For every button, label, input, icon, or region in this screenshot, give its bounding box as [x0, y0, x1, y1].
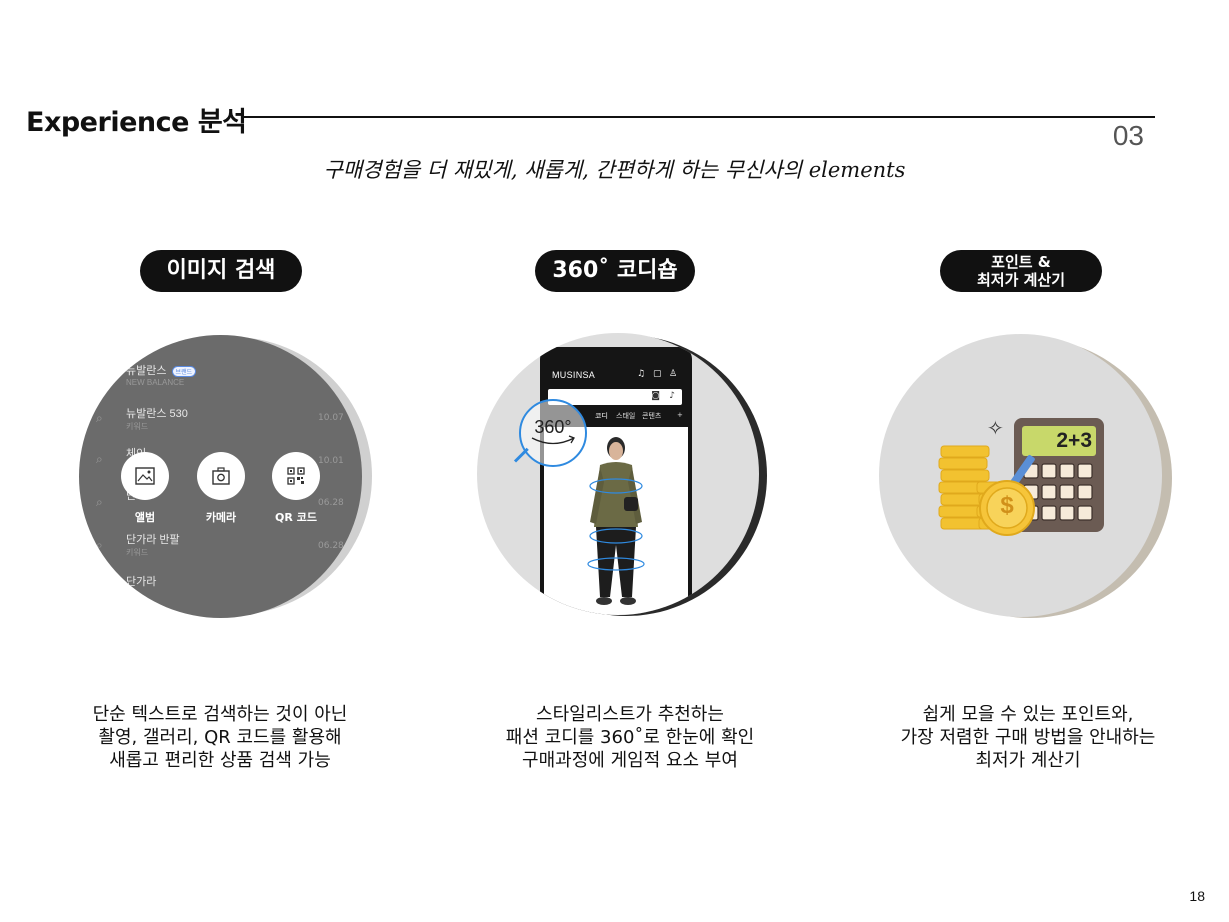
tab-codi[interactable]: 코디 — [595, 412, 608, 420]
camera-button[interactable] — [197, 452, 245, 500]
result-row[interactable]: 단가라 — [126, 576, 157, 588]
result-row[interactable]: 뉴발란스 530 키워드 — [126, 408, 188, 431]
caption-360-codishop: 스타일리스트가 추천하는 패션 코디를 360˚로 한눈에 확인 구매과정에 게… — [450, 703, 810, 772]
caption-line: 최저가 계산기 — [975, 750, 1081, 771]
section-number: 03 — [1112, 120, 1144, 151]
caption-line: 새롭고 편리한 상품 검색 가능 — [109, 750, 331, 771]
result-date: 06.28 — [318, 498, 344, 508]
caption-line: 촬영, 갤러리, QR 코드를 활용해 — [98, 727, 342, 748]
calculator-display: 2+3 — [1022, 426, 1096, 456]
camera-icon — [212, 467, 230, 485]
tab-more[interactable]: + — [677, 411, 683, 419]
user-icon[interactable]: ♙ — [669, 369, 678, 379]
360-text: 360° — [534, 417, 572, 437]
caption-line: 단순 텍스트로 검색하는 것이 아닌 — [92, 704, 348, 725]
result-brand: 뉴발란스 브랜드 NEW BALANCE — [126, 362, 197, 387]
brand-badge: 브랜드 — [171, 366, 197, 377]
caption-line: 쉽게 모을 수 있는 포인트와, — [922, 704, 1134, 725]
page-title: Experience 분석 — [26, 107, 247, 138]
sparkle-icon: ✧ — [987, 416, 1004, 440]
search-icon: ⌕ — [96, 411, 103, 425]
caption-image-search: 단순 텍스트로 검색하는 것이 아닌 촬영, 갤러리, QR 코드를 활용해 새… — [40, 703, 400, 772]
qr-button[interactable] — [272, 452, 320, 500]
coin-stack-icon — [938, 445, 1035, 536]
caption-point-calculator: 쉽게 모을 수 있는 포인트와, 가장 저렴한 구매 방법을 안내하는 최저가 … — [848, 703, 1208, 772]
search-icon: ⌕ — [96, 495, 103, 509]
display-text: 2+3 — [1056, 429, 1092, 452]
pill-point-calculator: 포인트 & 최저가 계산기 — [940, 250, 1102, 292]
caption-line: 가장 저렴한 구매 방법을 안내하는 — [900, 727, 1156, 748]
page-number: 18 — [1189, 888, 1205, 904]
bell-icon[interactable]: ♫ — [637, 369, 646, 379]
bag-icon[interactable]: ▢ — [653, 369, 662, 379]
camera-label: 카메라 — [205, 511, 237, 524]
pill-label-line: 최저가 계산기 — [976, 271, 1066, 289]
result-date: 06.28 — [318, 541, 344, 551]
pill-360-codishop: 360˚ 코디숍 — [535, 250, 695, 292]
search-icon: ⌕ — [96, 452, 103, 466]
calculator-illustration: 2+3 ✧ $ — [879, 334, 1162, 617]
caption-line: 패션 코디를 360˚로 한눈에 확인 — [505, 727, 755, 748]
mic-icon[interactable]: ♪ — [669, 391, 675, 401]
musinsa-logo: MUSINSA — [552, 370, 596, 380]
page-subtitle: 구매경험을 더 재밌게, 새롭게, 간편하게 하는 무신사의 elements — [323, 158, 906, 182]
pill-label: 360˚ 코디숍 — [552, 258, 678, 283]
pill-label: 이미지 검색 — [166, 258, 276, 283]
title-divider — [243, 116, 1155, 118]
caption-line: 스타일리스트가 추천하는 — [536, 704, 724, 725]
result-date: 10.01 — [318, 456, 344, 466]
tab-style[interactable]: 스태일 — [616, 412, 636, 420]
search-icon: ⌕ — [96, 538, 103, 552]
codishop-screenshot: MUSINSA ♫ ▢ ♙ ◙ ♪ 코디 스태일 콘텐츠 + — [477, 333, 759, 615]
album-label: 앨범 — [134, 511, 156, 524]
image-icon — [135, 467, 155, 485]
model-figure — [587, 437, 645, 605]
result-row[interactable]: 단가라 반팔 키워드 — [126, 534, 180, 557]
pill-label-line: 포인트 & — [991, 253, 1051, 271]
qr-icon — [287, 467, 305, 485]
rotate-arrow-icon — [531, 435, 575, 445]
result-date: 10.07 — [318, 413, 344, 423]
caption-line: 구매과정에 게임적 요소 부여 — [522, 750, 738, 771]
camera-icon[interactable]: ◙ — [651, 391, 660, 401]
search-input[interactable]: ◙ ♪ — [548, 389, 682, 405]
360-badge: 360° — [519, 399, 587, 467]
tab-contents[interactable]: 콘텐츠 — [642, 412, 662, 420]
pill-image-search: 이미지 검색 — [140, 250, 302, 292]
image-search-screenshot: 뉴발란스 브랜드 NEW BALANCE ⌕ 뉴발란스 530 키워드 10.0… — [79, 335, 362, 618]
phone-frame: MUSINSA ♫ ▢ ♙ ◙ ♪ 코디 스태일 콘텐츠 + — [540, 347, 692, 615]
album-button[interactable] — [121, 452, 169, 500]
qr-label: QR 코드 — [275, 511, 317, 524]
dollar-sign: $ — [1000, 492, 1014, 519]
